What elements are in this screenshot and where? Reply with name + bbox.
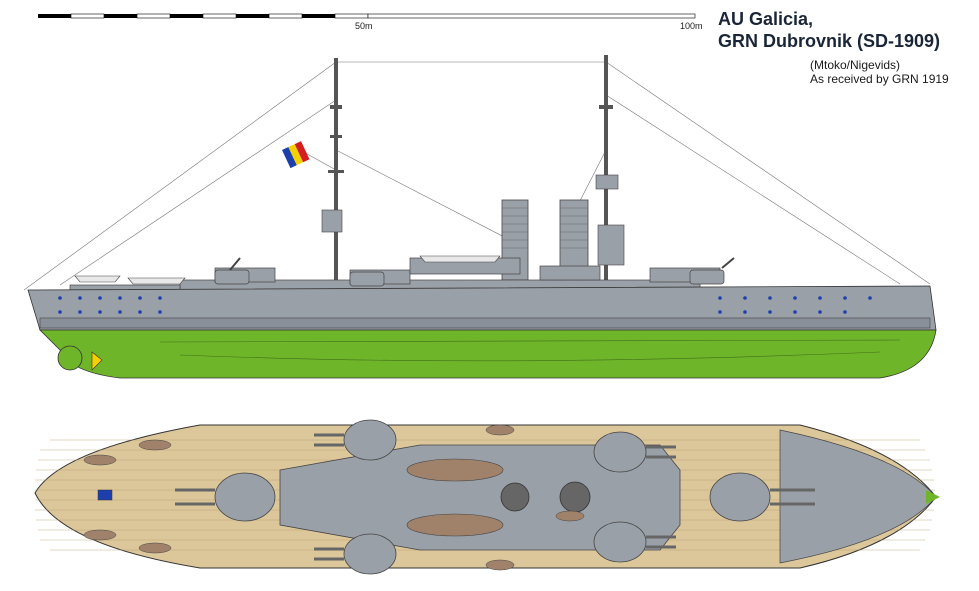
title-line-2: GRN Dubrovnik (SD-1909) — [718, 31, 941, 51]
bow-tip — [926, 490, 940, 504]
mainmast — [595, 55, 625, 280]
foremast — [321, 58, 344, 283]
title-line-3: (Mtoko/Nigevids) — [810, 58, 901, 72]
gun-barrels — [175, 433, 815, 561]
scale-mid-label: 50m — [355, 21, 373, 31]
boats — [74, 255, 501, 285]
skylight — [97, 489, 113, 501]
armor-belt — [39, 317, 931, 329]
main-turrets — [214, 419, 771, 575]
scale-end-label: 100m — [680, 21, 703, 31]
top-boats — [406, 458, 504, 537]
flag — [282, 141, 310, 169]
scale-bar — [38, 13, 696, 19]
title-line-4: As received by GRN 1919 — [810, 72, 949, 86]
central-superstructure — [279, 444, 681, 551]
title-line-1: AU Galicia, — [718, 9, 814, 29]
propeller — [91, 351, 103, 371]
portholes — [58, 296, 872, 314]
title-block: AU Galicia, GRN Dubrovnik (SD-1909) (Mto… — [718, 8, 949, 86]
top-funnels — [500, 481, 591, 513]
rudder — [57, 345, 83, 371]
side-turrets — [214, 269, 725, 287]
deck-boats — [83, 424, 585, 571]
scale-bar-segments — [38, 13, 696, 19]
